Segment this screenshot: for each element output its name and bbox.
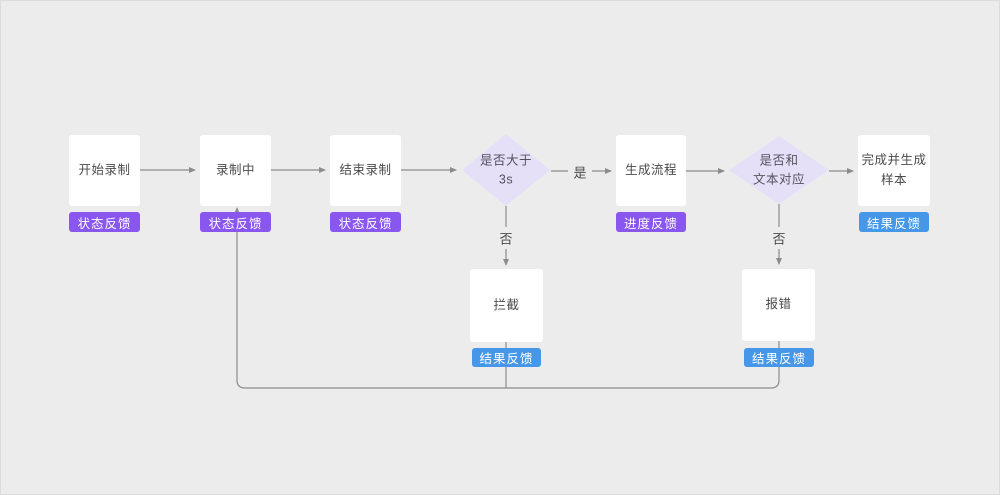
badge-result-feedback-intercept: 结果反馈	[472, 348, 541, 367]
edge-error-loop-to-recording	[234, 207, 780, 389]
diamond-label-check-text: 是否和 文本对应	[752, 153, 806, 186]
diamond-check-duration	[462, 134, 550, 206]
edge-label-no-duration: 否	[497, 228, 515, 248]
edge-label-no-text: 否	[770, 228, 788, 248]
node-complete-sample: 完成并生成 样本	[858, 135, 930, 206]
node-start-recording: 开始录制	[69, 135, 140, 206]
badge-result-feedback-error: 结果反馈	[744, 348, 814, 367]
badge-status-feedback-end: 状态反馈	[330, 212, 401, 232]
edge-label-yes: 是	[571, 162, 589, 182]
diamond-label-check-duration: 是否大于 3s	[479, 153, 533, 186]
badge-status-feedback-recording: 状态反馈	[200, 212, 271, 232]
badge-status-feedback-start: 状态反馈	[69, 212, 140, 232]
node-intercept: 拦截	[470, 269, 543, 342]
node-recording: 录制中	[200, 135, 271, 206]
badge-progress-feedback: 进度反馈	[616, 212, 686, 232]
node-generate-process: 生成流程	[616, 135, 686, 206]
node-error: 报错	[742, 269, 815, 341]
badge-result-feedback-complete: 结果反馈	[859, 212, 929, 232]
diamond-check-text	[729, 136, 829, 204]
node-end-recording: 结束录制	[330, 135, 401, 206]
